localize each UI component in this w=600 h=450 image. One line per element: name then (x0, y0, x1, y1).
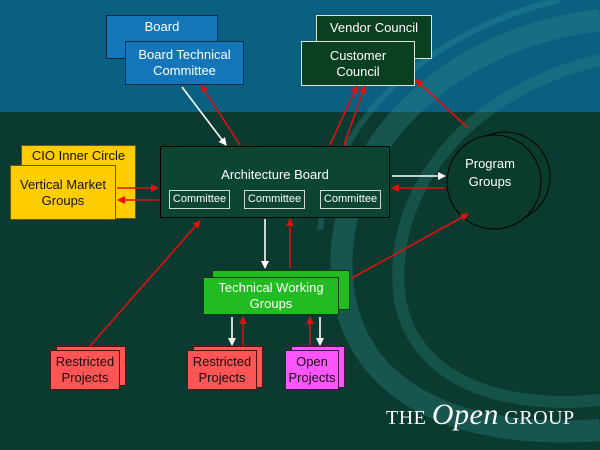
arrow-program-to-vendor (415, 79, 469, 129)
logo-open: Open (431, 398, 499, 431)
restricted-projects-center-line2: Projects (198, 370, 246, 385)
arrow-restricted-left-to-arch (89, 220, 201, 347)
technical-working-groups-line1: Technical Working (218, 280, 324, 296)
arrow-btc-to-arch (181, 86, 227, 146)
technical-working-groups-box: Technical Working Groups (203, 277, 339, 315)
arrow-arch-to-customer-1 (329, 85, 358, 146)
arrow-arch-to-customer-2 (343, 85, 367, 146)
program-groups-node: Program Groups (446, 131, 551, 230)
cio-inner-circle-label: CIO Inner Circle (31, 148, 126, 163)
architecture-board-label: Architecture Board (221, 167, 329, 182)
technical-working-groups-line2: Groups (249, 296, 293, 311)
committee-box-3: Committee (320, 190, 381, 209)
customer-council-line1: Customer (329, 47, 387, 63)
customer-council-line2: Council (336, 63, 380, 79)
arrow-arch-to-btc (200, 84, 241, 146)
restricted-projects-left-box: Restricted Projects (50, 350, 120, 390)
board-technical-committee-box: Board Technical Committee (125, 41, 244, 85)
the-open-group-logo: THE Open GROUP (386, 398, 575, 432)
restricted-projects-center-box: Restricted Projects (187, 350, 257, 390)
program-groups-line2: Groups (469, 174, 512, 189)
committee-label-2: Committee (247, 192, 302, 205)
logo-prefix: THE (386, 407, 432, 429)
committee-box-1: Committee (169, 190, 230, 209)
customer-council-box: Customer Council (301, 41, 415, 86)
restricted-projects-left-line2: Projects (61, 370, 109, 385)
committee-box-2: Committee (244, 190, 305, 209)
vertical-market-groups-line2: Groups (41, 192, 85, 208)
vertical-market-groups-box: Vertical Market Groups (10, 165, 116, 220)
board-technical-committee-line1: Board Technical (138, 47, 231, 63)
open-projects-line1: Open (296, 354, 328, 370)
board-technical-committee-line2: Committee (153, 63, 216, 78)
arrows (89, 79, 469, 347)
arrow-twg-to-program (351, 213, 469, 279)
open-projects-line2: Projects (288, 370, 336, 385)
committee-label-1: Committee (172, 192, 227, 205)
background-top (0, 0, 600, 112)
restricted-projects-left-line1: Restricted (55, 354, 115, 370)
committee-label-3: Committee (323, 192, 378, 205)
open-projects-box: Open Projects (285, 350, 339, 390)
vertical-market-groups-line1: Vertical Market (20, 176, 106, 192)
vendor-council-label: Vendor Council (329, 20, 419, 35)
logo-suffix: GROUP (498, 407, 575, 429)
board-label: Board (144, 19, 180, 34)
restricted-projects-center-line1: Restricted (192, 354, 252, 370)
program-groups-line1: Program (465, 156, 515, 171)
